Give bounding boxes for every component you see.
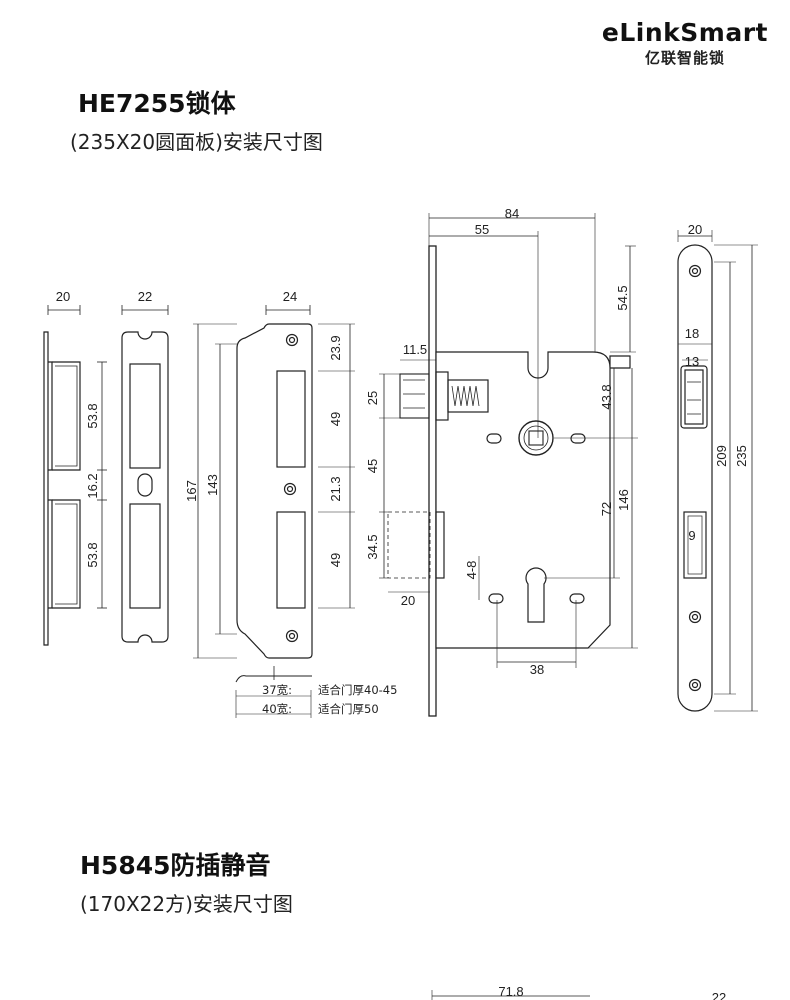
section1-subtitle: (235X20圆面板)安装尺寸图 — [70, 130, 323, 154]
note-1-size: 37宽: — [262, 683, 292, 697]
dim-43-8: 43.8 — [599, 384, 614, 409]
dim-235: 235 — [734, 445, 749, 467]
note-1-text: 适合门厚40-45 — [318, 683, 397, 697]
dim-body-depth: 84 — [505, 206, 519, 221]
section2-title: H5845防插静音 — [80, 851, 271, 880]
face-plate — [677, 230, 758, 712]
dim-25: 25 — [365, 391, 380, 405]
dim-72: 72 — [599, 502, 614, 516]
brand-subtitle: 亿联智能锁 — [644, 49, 725, 67]
dim-53-8-bot: 53.8 — [85, 542, 100, 567]
strike-plate-front — [121, 305, 169, 643]
dim-face-width: 20 — [688, 222, 702, 237]
note-2-size: 40宽: — [262, 702, 292, 716]
section2-drawing — [431, 990, 590, 1000]
dim-49-top: 49 — [328, 412, 343, 426]
brand-name: eLinkSmart — [601, 18, 768, 47]
dim-167: 167 — [184, 480, 199, 502]
note-2-text: 适合门厚50 — [318, 702, 379, 716]
dim-71-8: 71.8 — [498, 984, 523, 999]
dim-strike-width: 24 — [283, 289, 297, 304]
dim-143: 143 — [205, 474, 220, 496]
dim-18: 18 — [685, 326, 699, 341]
dim-34-5: 34.5 — [365, 534, 380, 559]
dim-49-bot: 49 — [328, 553, 343, 567]
dim-backset: 55 — [475, 222, 489, 237]
dim-54-5: 54.5 — [615, 285, 630, 310]
lock-body — [379, 213, 638, 717]
dim-16-2: 16.2 — [85, 473, 100, 498]
dim-11-5: 11.5 — [403, 342, 427, 357]
brand-logo: eLinkSmart 亿联智能锁 — [602, 18, 768, 68]
section1-title: HE7255锁体 — [78, 89, 236, 118]
edge-profile — [43, 305, 107, 646]
dim-38: 38 — [530, 662, 544, 677]
section2-subtitle: (170X22方)安装尺寸图 — [80, 892, 293, 916]
dim-9: 9 — [688, 528, 695, 543]
dim-13: 13 — [685, 354, 699, 369]
dim-plate-width: 22 — [138, 289, 152, 304]
dim-4-8: 4-8 — [464, 561, 479, 580]
keeper-plate — [193, 305, 355, 718]
dim-45: 45 — [365, 459, 380, 473]
dim-209: 209 — [714, 445, 729, 467]
dim-53-8-top: 53.8 — [85, 403, 100, 428]
dim-s2-22: 22 — [712, 990, 726, 1000]
dim-146: 146 — [616, 489, 631, 511]
dim-bolt-20: 20 — [401, 593, 415, 608]
dim-edge-width: 20 — [56, 289, 70, 304]
dim-21-3: 21.3 — [328, 476, 343, 501]
dim-23-9: 23.9 — [328, 335, 343, 360]
